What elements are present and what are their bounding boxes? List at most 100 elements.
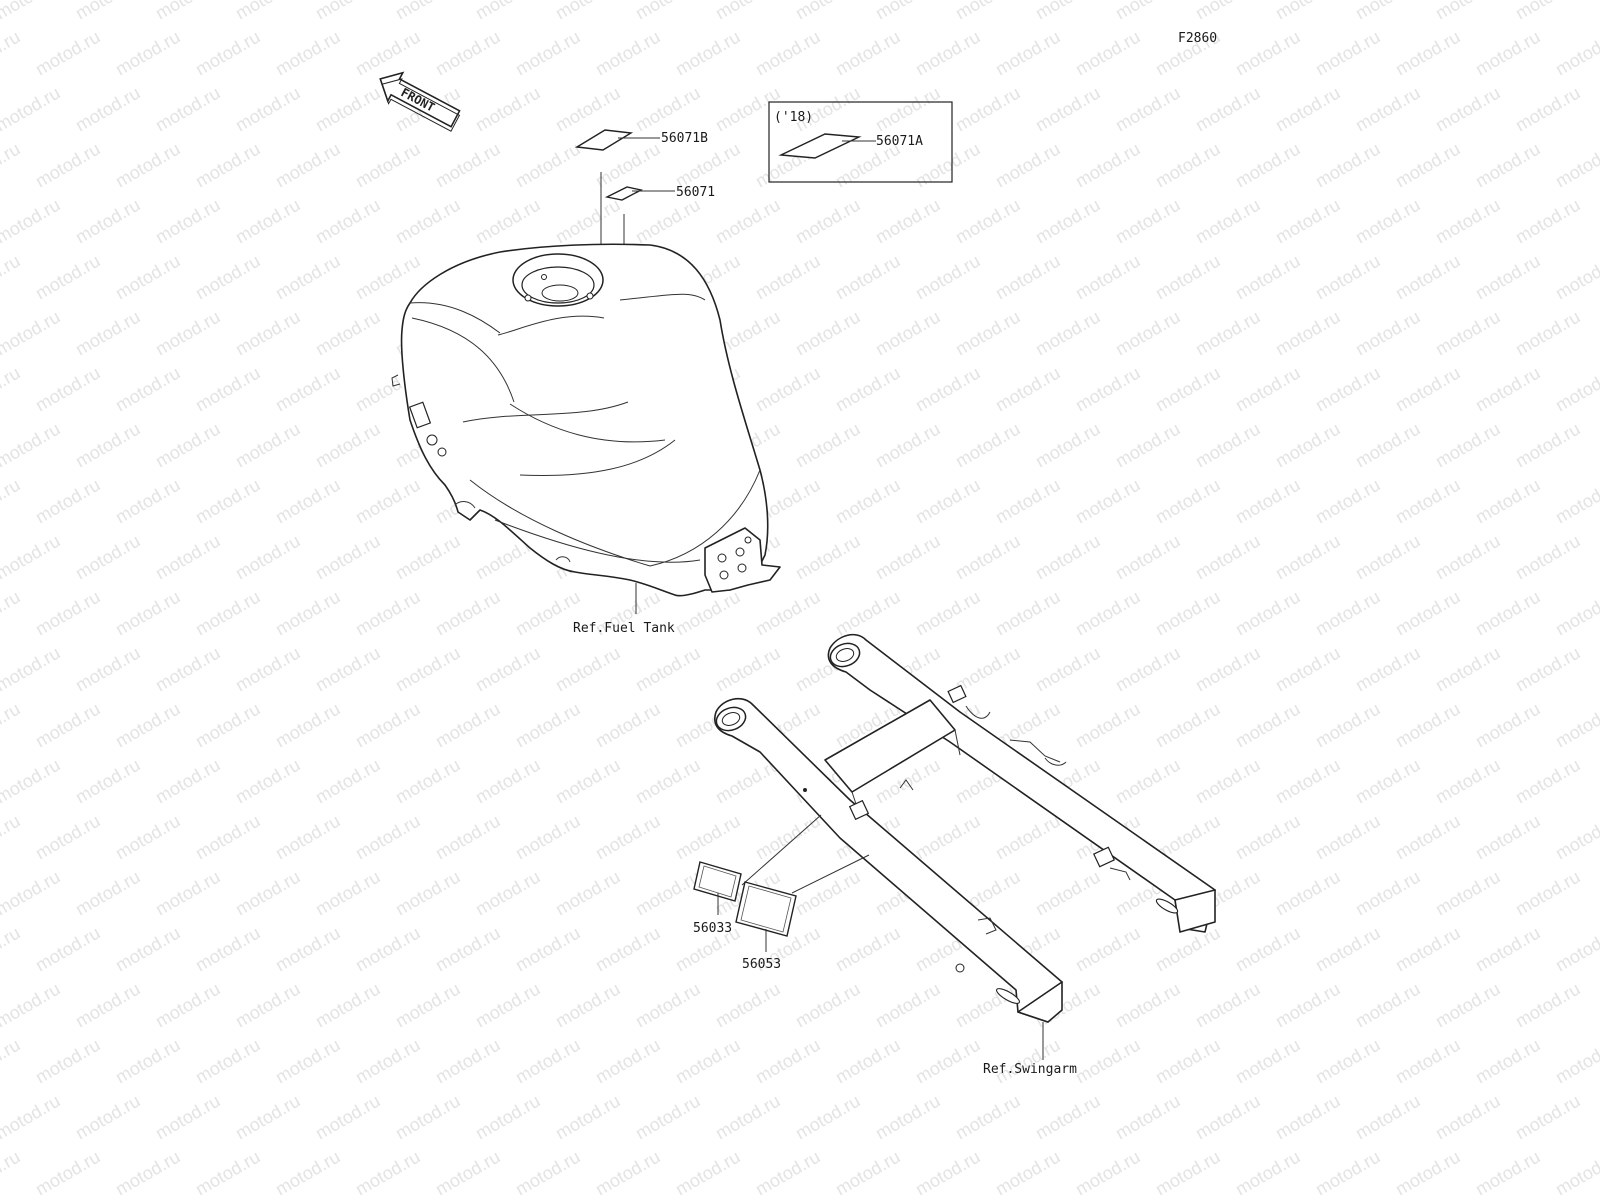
watermark-text: motod.ru [0, 699, 24, 752]
watermark-text: motod.ru [1272, 195, 1344, 248]
watermark-text: motod.ru [1472, 475, 1544, 528]
watermark-text: motod.ru [72, 979, 144, 1032]
watermark-text: motod.ru [1552, 475, 1600, 528]
watermark-text: motod.ru [352, 139, 424, 192]
watermark-text: motod.ru [352, 27, 424, 80]
watermark-text: motod.ru [1432, 195, 1504, 248]
watermark-text: motod.ru [472, 195, 544, 248]
watermark-text: motod.ru [1232, 27, 1304, 80]
watermark-text: motod.ru [1432, 83, 1504, 136]
watermark-text: motod.ru [192, 139, 264, 192]
watermark-text: motod.ru [1352, 0, 1424, 23]
watermark-text: motod.ru [272, 251, 344, 304]
watermark-text: motod.ru [1112, 195, 1184, 248]
watermark-text: motod.ru [1232, 923, 1304, 976]
watermark-text: motod.ru [1352, 195, 1424, 248]
watermark-text: motod.ru [1112, 307, 1184, 360]
watermark-text: motod.ru [32, 139, 104, 192]
watermark-text: motod.ru [632, 979, 704, 1032]
watermark-text: motod.ru [192, 587, 264, 640]
watermark-text: motod.ru [312, 0, 384, 23]
watermark-text: motod.ru [1232, 1035, 1304, 1088]
watermark-text: motod.ru [272, 699, 344, 752]
watermark-text: motod.ru [1272, 643, 1344, 696]
watermark-text: motod.ru [0, 867, 64, 920]
watermark-text: motod.ru [1112, 0, 1184, 23]
watermark-text: motod.ru [632, 867, 704, 920]
watermark-text: motod.ru [792, 531, 864, 584]
watermark-text: motod.ru [952, 83, 1024, 136]
watermark-text: motod.ru [712, 979, 784, 1032]
watermark-text: motod.ru [1512, 643, 1584, 696]
label-56071: 56071 [604, 185, 715, 345]
watermark-text: motod.ru [0, 1035, 24, 1088]
watermark-text: motod.ru [232, 979, 304, 1032]
watermark-text: motod.ru [832, 251, 904, 304]
watermark-text: motod.ru [1512, 755, 1584, 808]
watermark-text: motod.ru [592, 699, 664, 752]
watermark-text: motod.ru [152, 531, 224, 584]
watermark-text: motod.ru [632, 643, 704, 696]
watermark-text: motod.ru [1312, 923, 1384, 976]
watermark-text: motod.ru [1152, 363, 1224, 416]
watermark-text: motod.ru [152, 1091, 224, 1144]
watermark-text: motod.ru [1152, 1035, 1224, 1088]
watermark-text: motod.ru [792, 0, 864, 23]
watermark-text: motod.ru [0, 475, 24, 528]
watermark-text: motod.ru [392, 0, 464, 23]
watermark-text: motod.ru [352, 811, 424, 864]
watermark-text: motod.ru [752, 811, 824, 864]
watermark-text: motod.ru [1272, 867, 1344, 920]
watermark-text: motod.ru [312, 531, 384, 584]
watermark-text: motod.ru [952, 0, 1024, 23]
watermark-text: motod.ru [1552, 1035, 1600, 1088]
watermark-text: motod.ru [1072, 699, 1144, 752]
watermark-text: motod.ru [1392, 811, 1464, 864]
watermark-text: motod.ru [1032, 1091, 1104, 1144]
watermark-text: motod.ru [512, 811, 584, 864]
watermark-text: motod.ru [992, 475, 1064, 528]
label-56053: 56053 [735, 881, 797, 972]
watermark-text: motod.ru [1512, 867, 1584, 920]
watermark-text: motod.ru [872, 419, 944, 472]
watermark-text: motod.ru [472, 755, 544, 808]
watermark-text: motod.ru [1072, 27, 1144, 80]
ref-swingarm-label: Ref.Swingarm [983, 1062, 1077, 1077]
watermark-text: motod.ru [0, 755, 64, 808]
watermark-text: motod.ru [752, 1035, 824, 1088]
watermark-text: motod.ru [552, 0, 624, 23]
watermark-text: motod.ru [1032, 83, 1104, 136]
watermark-text: motod.ru [1552, 811, 1600, 864]
watermark-text: motod.ru [1032, 0, 1104, 23]
watermark-text: motod.ru [1352, 419, 1424, 472]
watermark-text: motod.ru [1392, 475, 1464, 528]
watermark-text: motod.ru [1192, 531, 1264, 584]
watermark-text: motod.ru [872, 307, 944, 360]
watermark-text: motod.ru [32, 699, 104, 752]
watermark-text: motod.ru [192, 475, 264, 528]
watermark-text: motod.ru [712, 83, 784, 136]
watermark-text: motod.ru [312, 195, 384, 248]
watermark-text: motod.ru [912, 1035, 984, 1088]
watermark-text: motod.ru [792, 867, 864, 920]
watermark-text: motod.ru [0, 363, 24, 416]
watermark-text: motod.ru [552, 1091, 624, 1144]
watermark-text: motod.ru [1192, 0, 1264, 23]
watermark-text: motod.ru [1312, 587, 1384, 640]
watermark-text: motod.ru [992, 27, 1064, 80]
watermark-text: motod.ru [72, 307, 144, 360]
watermark-text: motod.ru [1032, 867, 1104, 920]
watermark-text: motod.ru [712, 643, 784, 696]
watermark-text: motod.ru [1192, 643, 1264, 696]
watermark-text: motod.ru [352, 475, 424, 528]
watermark-text: motod.ru [592, 1147, 664, 1200]
watermark-text: motod.ru [0, 531, 64, 584]
watermark-text: motod.ru [1032, 307, 1104, 360]
watermark-text: motod.ru [672, 811, 744, 864]
watermark-text: motod.ru [912, 811, 984, 864]
watermark-text: motod.ru [992, 251, 1064, 304]
watermark-text: motod.ru [192, 27, 264, 80]
watermark-text: motod.ru [1432, 867, 1504, 920]
watermark-text: motod.ru [1392, 1147, 1464, 1200]
